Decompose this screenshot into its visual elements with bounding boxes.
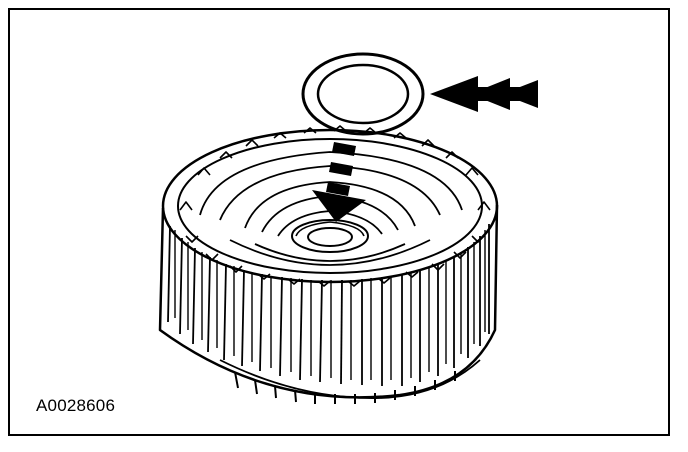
triple-chevron-arrow-left-icon [430,76,538,112]
drum-outer-splines [158,204,499,404]
figure-id-label: A0028606 [36,396,116,415]
drum-top-rim [161,125,499,287]
thrust-washer [301,52,425,136]
dashed-arrow-down-icon [312,142,366,222]
drum-center-hub [291,219,369,253]
figure-frame [8,8,670,436]
